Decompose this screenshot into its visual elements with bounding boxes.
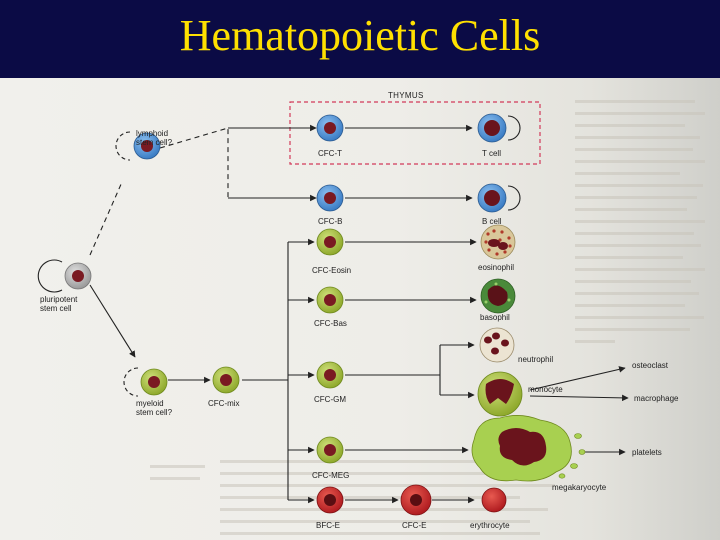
- bfc-e-cell: [316, 486, 344, 514]
- cfc-meg-cell: [316, 436, 344, 464]
- cfc-t-label: CFC-T: [318, 149, 342, 158]
- cfc-mix-cell: [212, 366, 240, 394]
- cfc-mix-label: CFC-mix: [208, 399, 240, 408]
- title-bar: Hematopoietic Cells: [0, 0, 720, 78]
- cfc-meg-label: CFC-MEG: [312, 471, 349, 480]
- bleed-through-text: [150, 100, 705, 535]
- osteoclast-label: osteoclast: [632, 361, 669, 370]
- bfc-e-label: BFC-E: [316, 521, 340, 530]
- erythrocyte-cell: [481, 487, 507, 513]
- megakaryocyte-label: megakaryocyte: [552, 483, 607, 492]
- diagram-labels: lymphoid stem cell? pluripotent stem cel…: [40, 129, 679, 530]
- lymphoid-stem-cell: [133, 132, 161, 160]
- myeloid-stem-label-1: myeloid: [136, 399, 164, 408]
- t-cell: [477, 113, 507, 143]
- cfc-gm-label: CFC-GM: [314, 395, 346, 404]
- monocyte-cell: [477, 371, 523, 417]
- cfc-e-label: CFC-E: [402, 521, 426, 530]
- slide-title: Hematopoietic Cells: [179, 11, 541, 60]
- lymphoid-stem-label-2: stem cell?: [136, 138, 173, 147]
- cfc-bas-label: CFC-Bas: [314, 319, 347, 328]
- t-cell-label: T cell: [482, 149, 501, 158]
- self-renewal-loops: [37, 115, 521, 397]
- connector-lines: [89, 124, 629, 504]
- myeloid-stem-label-2: stem cell?: [136, 408, 173, 417]
- thymus-label: THYMUS: [388, 91, 424, 100]
- basophil-label: basophil: [480, 313, 510, 322]
- thymus-box: [289, 101, 541, 165]
- neutrophil-cell: [479, 327, 515, 363]
- myeloid-stem-cell: [140, 368, 168, 396]
- megakaryocyte-cell: [471, 415, 586, 482]
- eosinophil-label: eosinophil: [478, 263, 514, 272]
- eosinophil-cell: [480, 224, 516, 260]
- cfc-b-cell: [316, 184, 344, 212]
- cfc-e-cell: [400, 484, 432, 516]
- cfc-eosin-label: CFC-Eosin: [312, 266, 351, 275]
- textbook-figure: THYMUS: [0, 78, 720, 540]
- basophil-cell: [480, 278, 516, 314]
- cfc-bas-cell: [316, 286, 344, 314]
- cfc-b-label: CFC-B: [318, 217, 342, 226]
- cfc-t-cell: [316, 114, 344, 142]
- pluripotent-label-1: pluripotent: [40, 295, 78, 304]
- monocyte-label: monocyte: [528, 385, 563, 394]
- neutrophil-label: neutrophil: [518, 355, 553, 364]
- hematopoiesis-diagram: THYMUS: [37, 91, 705, 535]
- platelets-label: platelets: [632, 448, 662, 457]
- b-cell: [477, 183, 507, 213]
- cfc-eosin-cell: [316, 228, 344, 256]
- b-cell-label: B cell: [482, 217, 502, 226]
- lymphoid-stem-label-1: lymphoid: [136, 129, 168, 138]
- pluripotent-label-2: stem cell: [40, 304, 72, 313]
- erythrocyte-label: erythrocyte: [470, 521, 510, 530]
- pluripotent-stem-cell: [64, 262, 92, 290]
- macrophage-label: macrophage: [634, 394, 679, 403]
- cfc-gm-cell: [316, 361, 344, 389]
